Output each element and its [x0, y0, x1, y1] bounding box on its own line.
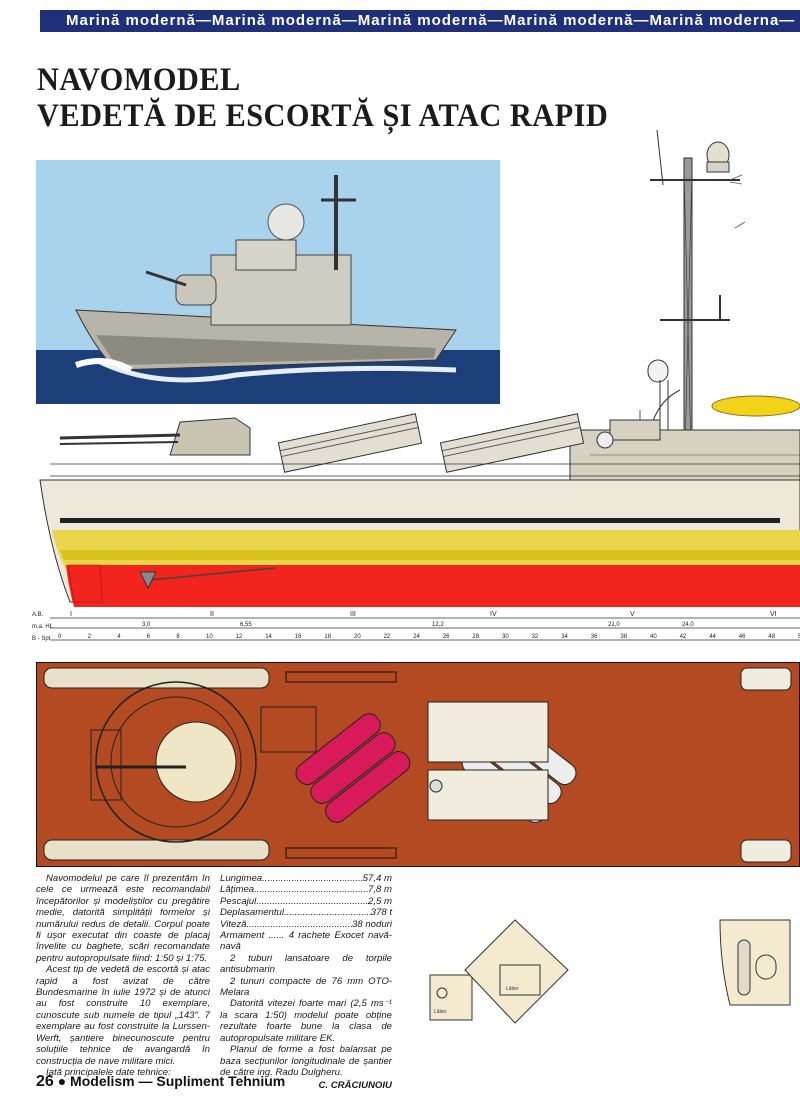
- plan-label-1: Lătier: [434, 1009, 447, 1015]
- left-scale-label: m.a. HL: [32, 624, 54, 630]
- article-column-1: Navomodelul pe care îl prezentăm în cele…: [36, 873, 210, 1078]
- scale-tick-label: 0: [58, 634, 62, 640]
- scale-tick-label: 30: [502, 634, 509, 640]
- measure-mark: 6,55: [240, 622, 252, 628]
- measure-marks: 3,0 6,55 12,2 21,0 24,0: [142, 622, 694, 628]
- measure-mark: 3,0: [142, 622, 151, 628]
- spec-row-length: Lungimea57,4 m: [220, 873, 392, 884]
- scale-tick-label: 22: [384, 634, 391, 640]
- scale-tick-label: 42: [680, 634, 687, 640]
- scale-tick-label: 50: [798, 634, 800, 640]
- scale-tick-label: 48: [768, 634, 775, 640]
- scale-tick-label: 36: [591, 634, 598, 640]
- scale-tick-label: 2: [88, 634, 92, 640]
- title-line-2: VEDETĂ DE ESCORTĂ ȘI ATAC RAPID: [37, 98, 609, 134]
- station-label: II: [210, 611, 214, 618]
- measure-mark: 24,0: [682, 622, 694, 628]
- scale-tick-label: 12: [236, 634, 243, 640]
- left-scale-label: B - Spt: [32, 636, 51, 642]
- superstructure-illustration: [569, 419, 800, 481]
- footer-text: Modelism — Supliment Tehnium: [70, 1073, 286, 1089]
- paragraph-specs-intro: Iată principalele date tehnice:: [46, 1066, 171, 1078]
- article-author: C. CRĂCIUNOIU: [318, 1080, 392, 1092]
- spec-armament-torpedoes: 2 tuburi lansatoare de torpile antisubma…: [220, 952, 392, 976]
- scale-lines: [50, 617, 800, 641]
- deck-railing: [50, 463, 800, 477]
- scale-tick-label: 8: [176, 634, 180, 640]
- scale-tick-label: 46: [739, 634, 746, 640]
- banner-text: Marină modernă—Marină modernă—Marină mod…: [66, 12, 796, 29]
- scale-tick-label: 32: [532, 634, 539, 640]
- footer-bullet: ●: [57, 1073, 67, 1089]
- scale-tick-label: 16: [295, 634, 302, 640]
- spec-row-speed: Viteză38 noduri: [220, 919, 392, 930]
- scale-tick-label: 38: [620, 634, 627, 640]
- spec-armament: Armament ...... 4 rachete Exocet navă-na…: [220, 930, 392, 953]
- missile-launcher-illustration-1: [277, 413, 423, 473]
- paragraph-plan: Planul de forme a fost balansat pe baza …: [220, 1044, 392, 1078]
- scale-tick-label: 6: [147, 634, 151, 640]
- station-label: VI: [770, 611, 777, 618]
- paragraph-history: Acest tip de vedetă de escortă și atac r…: [36, 964, 210, 1067]
- spec-row-width: Lățimea7,8 m: [220, 884, 392, 895]
- scale-tick-label: 10: [206, 634, 213, 640]
- small-plan-drawings: Lătier Lătier: [420, 915, 800, 1065]
- scale-tick-label: 28: [472, 634, 479, 640]
- spec-row-displacement: Deplasamentul378 t: [220, 907, 392, 918]
- measure-mark: 21,0: [608, 622, 620, 628]
- left-labels: A.B. m.a. HL B - Spt: [32, 612, 54, 642]
- scale-tick-label: 40: [650, 634, 657, 640]
- left-scale-label: A.B.: [32, 612, 44, 618]
- scale-tick-label: 14: [265, 634, 272, 640]
- missile-launcher-deck-1: [295, 713, 411, 823]
- article-column-2: Lungimea57,4 m Lățimea7,8 m Pescajul2,5 …: [220, 873, 392, 1092]
- station-label: IV: [490, 611, 497, 618]
- deck-plan-drawing: [36, 662, 800, 867]
- top-banner: Marină modernă—Marină modernă—Marină mod…: [40, 10, 800, 32]
- paragraph-intro: Navomodelul pe care îl prezentăm în cele…: [36, 873, 210, 964]
- page-number: 26: [36, 1073, 54, 1090]
- scale-tick-label: 24: [413, 634, 420, 640]
- article-title: NAVOMODEL VEDETĂ DE ESCORTĂ ȘI ATAC RAPI…: [37, 62, 658, 134]
- station-label: III: [350, 611, 356, 618]
- station-label: V: [630, 611, 635, 618]
- paragraph-speed: Datorită vitezei foarte mari (2,5 ms⁻¹ l…: [220, 998, 392, 1044]
- title-line-1: NAVOMODEL: [37, 62, 241, 98]
- scale-tick-label: 44: [709, 634, 716, 640]
- scale-tick-label: 34: [561, 634, 568, 640]
- scale-tick-label: 18: [324, 634, 331, 640]
- spec-row-draft: Pescajul2,5 m: [220, 896, 392, 907]
- hull-illustration: [39, 479, 800, 607]
- plan-label-2: Lătier: [506, 986, 519, 992]
- missile-launcher-illustration-2: [439, 413, 585, 473]
- page-footer: 26 ● Modelism — Supliment Tehnium: [36, 1073, 285, 1091]
- gun-turret-illustration: [59, 417, 251, 456]
- ship-photo: [36, 160, 500, 404]
- life-raft-illustration: [711, 395, 800, 417]
- scale-tick-label: 4: [117, 634, 121, 640]
- measure-mark: 12,2: [432, 622, 444, 628]
- spec-armament-guns: 2 tunuri compacte de 76 mm OTO-Melara: [220, 975, 392, 999]
- scale-tick-label: 20: [354, 634, 361, 640]
- station-label: I: [70, 611, 72, 618]
- scale-tick-label: 26: [443, 634, 450, 640]
